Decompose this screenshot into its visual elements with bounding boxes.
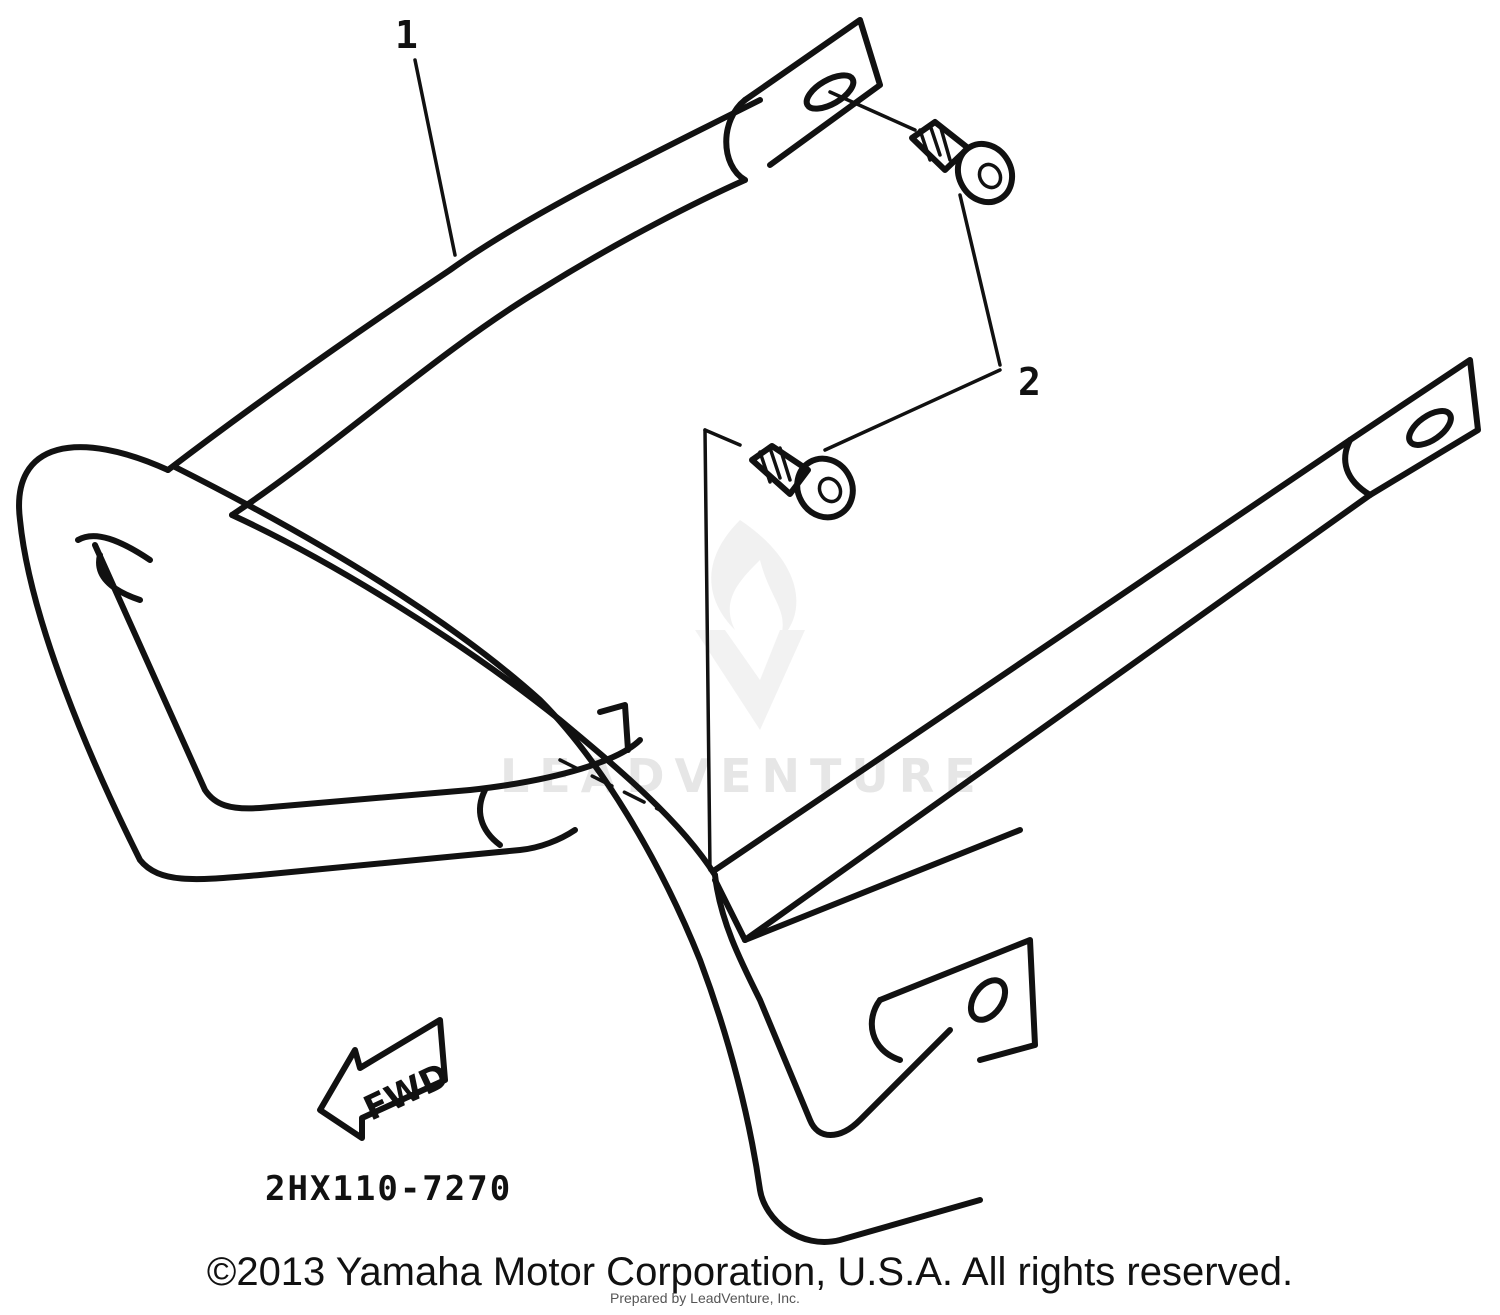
fwd-arrow: FWD [317, 1017, 456, 1141]
part-1-frame [16, 17, 1481, 1245]
bolt-lower [749, 443, 856, 521]
prepared-by-text: Prepared by LeadVenture, Inc. [610, 1290, 800, 1306]
copyright-text: ©2013 Yamaha Motor Corporation, U.S.A. A… [206, 1250, 1294, 1294]
fwd-label: FWD [358, 1055, 456, 1129]
part-code-label: 2HX110-7270 [265, 1169, 512, 1209]
callout-label-1: 1 [395, 13, 418, 57]
callout-leaders [413, 58, 1002, 452]
watermark-text: LEADVENTURE [500, 749, 986, 803]
watermark-logo [695, 520, 805, 730]
bolt-upper [909, 119, 1016, 206]
callout-label-2: 2 [1018, 360, 1041, 404]
